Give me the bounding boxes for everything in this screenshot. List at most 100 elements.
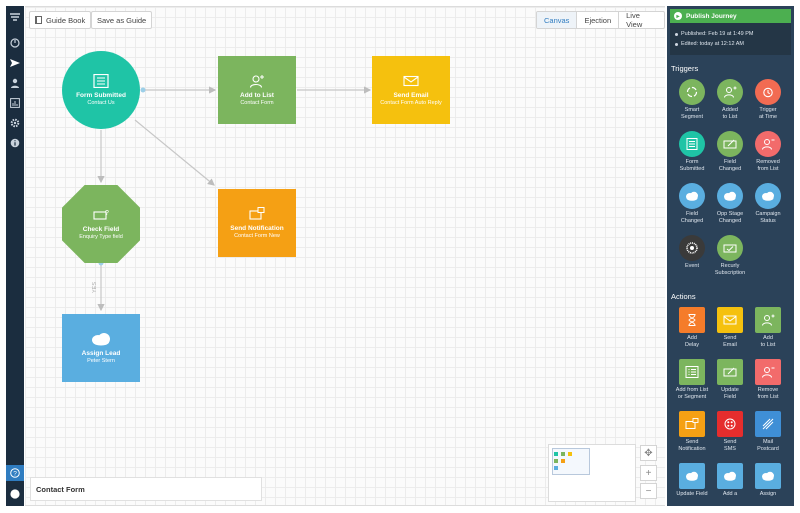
trigger-label: Smart Segment bbox=[680, 107, 703, 120]
yes-edge-label: YES bbox=[92, 282, 98, 293]
envelope-icon bbox=[403, 74, 419, 88]
node-check-field[interactable]: ? Check Field Enquiry Type field bbox=[62, 185, 140, 263]
trigger-item[interactable]: Recurly Subscription bbox=[710, 235, 750, 277]
action-item[interactable]: Add to List bbox=[748, 307, 788, 349]
user-add-icon bbox=[717, 79, 743, 105]
book-icon bbox=[35, 16, 42, 24]
action-item[interactable]: Add Delay bbox=[672, 307, 712, 349]
contacts-icon[interactable] bbox=[6, 76, 24, 90]
action-item[interactable]: Assign bbox=[748, 463, 788, 498]
action-item[interactable]: Add from List or Segment bbox=[672, 359, 712, 401]
node-form-submitted[interactable]: Form Submitted Contact Us bbox=[62, 51, 140, 129]
action-item[interactable]: Update Field bbox=[672, 463, 712, 498]
action-item[interactable]: Add a bbox=[710, 463, 750, 498]
node-subtitle: Contact Form Auto Reply bbox=[380, 99, 442, 106]
minimap-node bbox=[561, 459, 565, 463]
trigger-item[interactable]: Smart Segment bbox=[672, 79, 712, 121]
trigger-label: Campaign Status bbox=[755, 211, 781, 224]
minimap-node bbox=[568, 452, 572, 456]
guide-book-button[interactable]: Guide Book bbox=[29, 11, 92, 29]
action-label: Add from List or Segment bbox=[675, 387, 709, 400]
trigger-item[interactable]: Added to List bbox=[710, 79, 750, 121]
svg-text:?: ? bbox=[105, 210, 109, 217]
tab-ejection[interactable]: Ejection bbox=[576, 12, 618, 28]
list-icon bbox=[679, 359, 705, 385]
node-subtitle: Contact Form New bbox=[234, 232, 280, 239]
connector-form-to-notification bbox=[134, 119, 215, 186]
action-label: Assign bbox=[759, 491, 777, 497]
field-check-icon: ? bbox=[93, 208, 109, 222]
journey-name-label: Contact Form bbox=[36, 484, 85, 494]
trigger-label: Recurly Subscription bbox=[714, 263, 746, 276]
node-send-email[interactable]: Send Email Contact Form Auto Reply bbox=[372, 56, 450, 124]
pan-button[interactable]: ✥ bbox=[640, 445, 657, 461]
trigger-label: Form Submitted bbox=[679, 159, 705, 172]
postcard-icon bbox=[755, 411, 781, 437]
send-icon[interactable] bbox=[6, 56, 24, 70]
salesforce-cloud-icon bbox=[755, 463, 781, 489]
user-remove-icon bbox=[755, 359, 781, 385]
user-add-icon bbox=[249, 74, 265, 88]
trigger-label: Field Changed bbox=[718, 159, 742, 172]
node-title: Form Submitted bbox=[76, 91, 126, 99]
action-item[interactable]: Mail Postcard bbox=[748, 411, 788, 453]
minimap-node bbox=[561, 452, 565, 456]
trigger-item[interactable]: Campaign Status bbox=[748, 183, 788, 225]
action-label: Update Field bbox=[721, 387, 739, 400]
field-icon bbox=[717, 131, 743, 157]
salesforce-cloud-icon bbox=[90, 332, 112, 346]
palette-panel: ▸ Publish Journey Published: Feb 19 at 1… bbox=[667, 6, 794, 506]
action-item[interactable]: Send SMS bbox=[710, 411, 750, 453]
trigger-item[interactable]: Form Submitted bbox=[672, 131, 712, 173]
form-icon bbox=[93, 73, 109, 88]
publish-journey-button[interactable]: ▸ Publish Journey bbox=[670, 9, 791, 23]
trigger-label: Event bbox=[684, 263, 700, 269]
logo-icon[interactable] bbox=[6, 10, 24, 24]
trigger-item[interactable]: Removed from List bbox=[748, 131, 788, 173]
hourglass-icon bbox=[679, 307, 705, 333]
action-label: Add Delay bbox=[684, 335, 700, 348]
event-icon bbox=[679, 235, 705, 261]
dashboard-icon[interactable] bbox=[6, 36, 24, 50]
tab-canvas[interactable]: Canvas bbox=[537, 12, 577, 28]
zoom-in-button[interactable]: + bbox=[640, 465, 657, 481]
node-title: Assign Lead bbox=[81, 349, 121, 357]
action-label: Send SMS bbox=[723, 439, 737, 452]
settings-gear-icon[interactable] bbox=[6, 116, 24, 130]
journey-name-box[interactable]: Contact Form bbox=[30, 477, 262, 501]
save-as-guide-button[interactable]: Save as Guide bbox=[91, 11, 153, 29]
tab-live-view[interactable]: Live View bbox=[618, 12, 664, 28]
node-add-to-list[interactable]: Add to List Contact Form bbox=[218, 56, 296, 124]
trigger-item[interactable]: Field Changed bbox=[672, 183, 712, 225]
minimap[interactable] bbox=[548, 444, 636, 502]
user-avatar-icon[interactable] bbox=[6, 486, 24, 502]
alarm-clock-icon bbox=[755, 79, 781, 105]
zoom-out-button[interactable]: − bbox=[640, 483, 657, 499]
reports-icon[interactable] bbox=[6, 96, 24, 110]
field-icon bbox=[717, 359, 743, 385]
connector-port bbox=[140, 87, 146, 93]
action-item[interactable]: Send Notification bbox=[672, 411, 712, 453]
node-title: Add to List bbox=[240, 91, 274, 99]
salesforce-cloud-icon bbox=[717, 463, 743, 489]
journey-canvas[interactable]: YES Guide Book Save as Guide Canvas Ejec… bbox=[25, 6, 665, 506]
action-label: Remove from List bbox=[757, 387, 779, 400]
action-item[interactable]: Remove from List bbox=[748, 359, 788, 401]
minimap-node bbox=[554, 466, 558, 470]
published-date: Published: Feb 19 at 1:49 PM bbox=[681, 31, 754, 37]
trigger-item[interactable]: Field Changed bbox=[710, 131, 750, 173]
action-item[interactable]: Update Field bbox=[710, 359, 750, 401]
trigger-item[interactable]: Trigger at Time bbox=[748, 79, 788, 121]
move-icon: ✥ bbox=[644, 447, 653, 459]
action-item[interactable]: Send Email bbox=[710, 307, 750, 349]
info-icon[interactable] bbox=[6, 136, 24, 150]
trigger-label: Removed from List bbox=[756, 159, 780, 172]
help-icon[interactable]: ? bbox=[6, 465, 24, 481]
subscription-icon bbox=[717, 235, 743, 261]
node-send-notification[interactable]: Send Notification Contact Form New bbox=[218, 189, 296, 257]
trigger-item[interactable]: Event bbox=[672, 235, 712, 270]
trigger-item[interactable]: Opp Stage Changed bbox=[710, 183, 750, 225]
actions-heading: Actions bbox=[671, 292, 696, 301]
node-assign-lead[interactable]: Assign Lead Peter Stern bbox=[62, 314, 140, 382]
triggers-heading: Triggers bbox=[671, 64, 699, 73]
